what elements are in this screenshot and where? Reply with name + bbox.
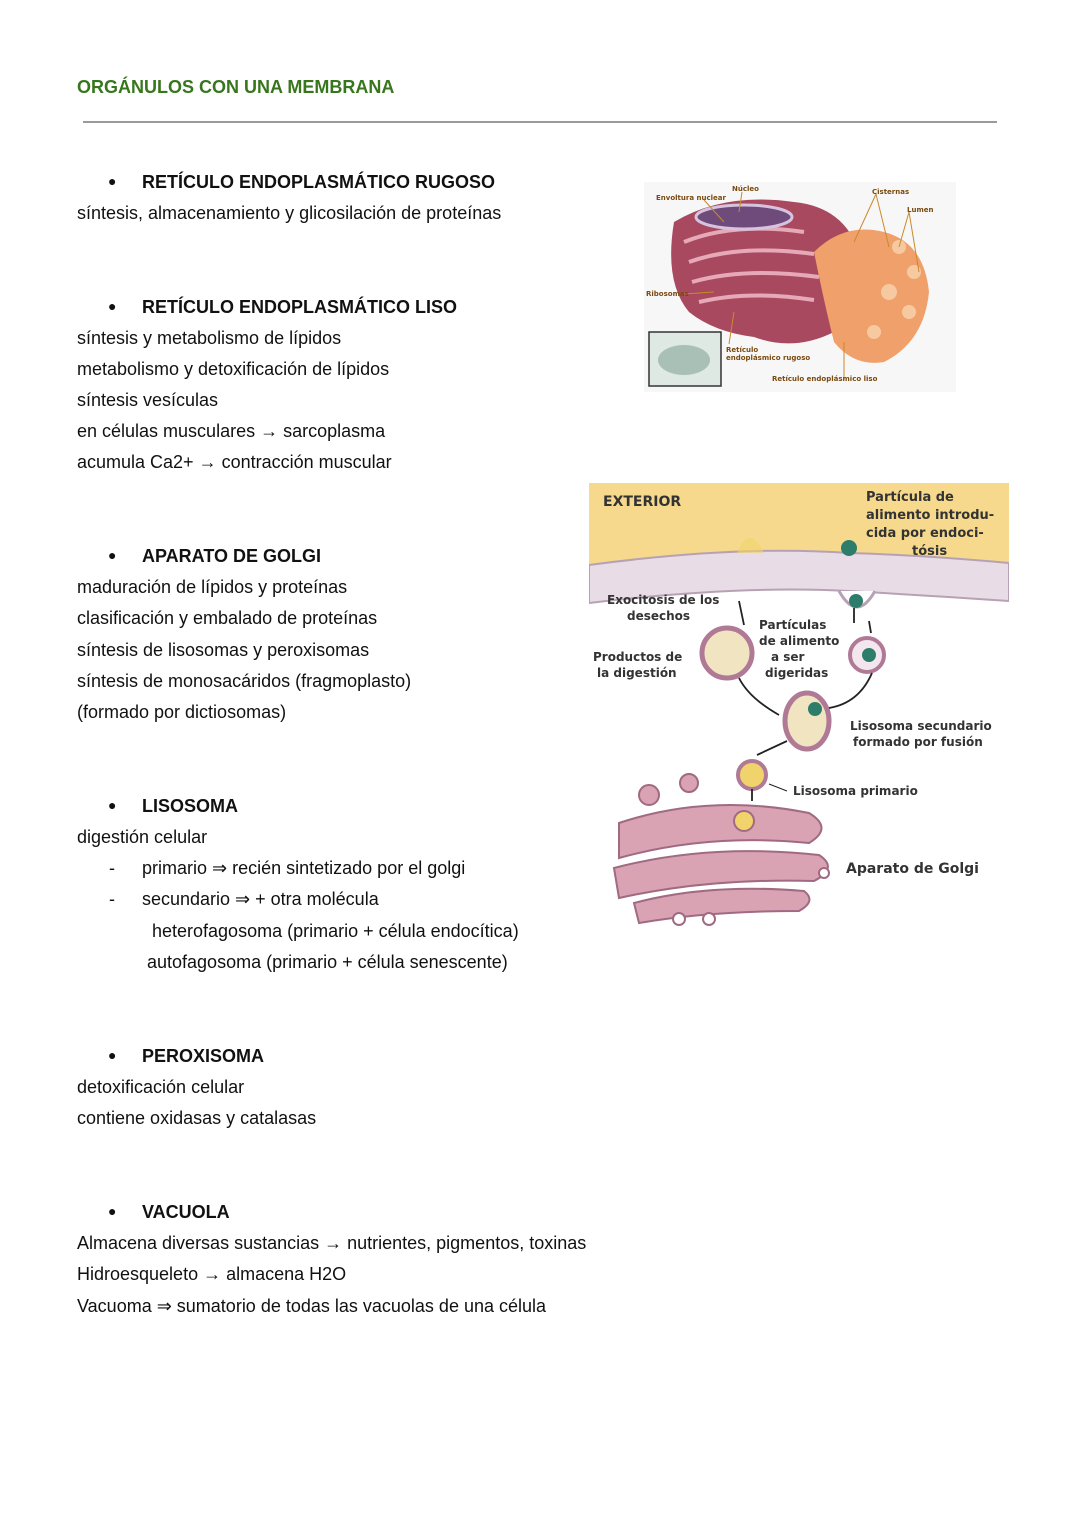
title-divider (83, 121, 997, 123)
digestive-vesicle (699, 625, 755, 681)
label-rel: Retículo endoplásmico liso (772, 375, 878, 383)
smooth-er-tube (902, 305, 916, 319)
leader-lines (683, 191, 920, 380)
text-line: en células musculares → sarcoplasma (77, 421, 386, 441)
label-nucleo: Núcleo (732, 185, 759, 193)
pathway-arrows (738, 600, 873, 801)
label-particula-2: alimento introdu- (866, 508, 994, 523)
golgi-vesicle (733, 810, 755, 832)
text-line: digestión celular (77, 827, 208, 847)
smooth-er-tube (907, 265, 921, 279)
golgi-cisterna (632, 887, 811, 925)
heading-rel: ● RETÍCULO ENDOPLASMÁTICO LISO (108, 297, 457, 318)
text-line: detoxificación celular (77, 1077, 245, 1097)
bullet-icon: ● (108, 547, 117, 563)
golgi-cisterna (618, 804, 823, 860)
label-productos-1: Productos de (593, 650, 682, 664)
label-envoltura: Envoltura nuclear (656, 194, 726, 202)
text-line: acumula Ca2+ → contracción muscular (77, 452, 392, 472)
label-rer-2: endoplásmico rugoso (726, 354, 810, 362)
label-particula-1: Partícula de (866, 490, 954, 505)
nucleus-envelope-shape (694, 203, 794, 231)
food-particle-icon (862, 648, 876, 662)
sub-list-item: autofagosoma (primario + célula senescen… (147, 952, 508, 972)
text-line: síntesis de monosacáridos (fragmoplasto) (77, 671, 412, 691)
text-line: síntesis de lisosomas y peroxisomas (77, 640, 370, 660)
text-line: síntesis y metabolismo de lípidos (77, 328, 342, 348)
secondary-lysosome (782, 690, 832, 752)
label-lumen: Lumen (907, 206, 933, 214)
text-line: síntesis vesículas (77, 390, 219, 410)
cell-inset-shape (658, 345, 710, 375)
bullet-icon: ● (108, 173, 117, 189)
golgi-vesicle (679, 773, 699, 793)
list-dash: - (109, 858, 115, 878)
label-particulas-1: Partículas (759, 618, 826, 632)
bullet-icon: ● (108, 797, 117, 813)
text-line: Vacuoma ⇒ sumatorio de todas las vacuola… (77, 1296, 547, 1316)
label-particula-4: tósis (912, 544, 947, 559)
label-particulas-4: digeridas (765, 666, 828, 680)
text-line: Hidroesqueleto → almacena H2O (77, 1264, 347, 1284)
text-line: clasificación y embalado de proteínas (77, 608, 378, 628)
label-primario: Lisosoma primario (793, 784, 918, 798)
exocytosis-cloud (737, 538, 764, 553)
leader-line (768, 783, 788, 792)
food-particle-icon (808, 702, 822, 716)
list-item: secundario ⇒ + otra molécula (142, 889, 379, 909)
label-particulas-2: de alimento (759, 634, 839, 648)
heading-text: VACUOLA (142, 1202, 230, 1222)
text-line: contiene oxidasas y catalasas (77, 1108, 317, 1128)
label-secundario-2: formado por fusión (853, 735, 983, 749)
label-particula-3: cida por endoci- (866, 526, 984, 541)
label-golgi: Aparato de Golgi (846, 861, 979, 877)
label-secundario-1: Lisosoma secundario (850, 719, 992, 733)
lysosome-pathway-diagram: EXTERIOR Partícula de alimento introdu- … (589, 483, 1009, 926)
food-particle-icon (849, 594, 863, 608)
label-productos-2: la digestión (597, 666, 677, 680)
label-particulas-3: a ser (771, 650, 805, 664)
smooth-er-tube (867, 325, 881, 339)
text-line: (formado por dictiosomas) (77, 702, 287, 722)
bullet-icon: ● (108, 1203, 117, 1219)
text-line: maduración de lípidos y proteínas (77, 577, 348, 597)
sub-list-item: heterofagosoma (primario + célula endocí… (152, 921, 519, 941)
primary-lysosome (736, 759, 768, 791)
heading-text: LISOSOMA (142, 796, 239, 816)
heading-rer: ● RETÍCULO ENDOPLASMÁTICO RUGOSO (108, 172, 495, 193)
er-illustration: Envoltura nuclear Núcleo Cisternas Lumen… (644, 182, 956, 392)
label-exterior: EXTERIOR (603, 494, 681, 510)
golgi-vesicle (638, 784, 660, 806)
list-item: primario ⇒ recién sintetizado por el gol… (142, 858, 466, 878)
label-exocitosis-1: Exocitosis de los (607, 593, 719, 607)
label-cisternas: Cisternas (872, 188, 909, 196)
golgi-vesicle (672, 912, 686, 926)
smooth-er-shape (814, 229, 929, 363)
golgi-vesicle (818, 867, 830, 879)
heading-peroxisoma: ● PEROXISOMA (108, 1046, 264, 1067)
list-dash: - (109, 889, 115, 909)
label-ribosomas: Ribosomas (646, 290, 689, 298)
heading-vacuola: ● VACUOLA (108, 1202, 230, 1223)
label-exocitosis-2: desechos (627, 609, 690, 623)
heading-text: PEROXISOMA (142, 1046, 265, 1066)
page-title: ORGÁNULOS CON UNA MEMBRANA (77, 77, 395, 97)
heading-golgi: ● APARATO DE GOLGI (108, 546, 321, 567)
food-particle-icon (841, 540, 857, 556)
text-line: Almacena diversas sustancias → nutriente… (77, 1233, 587, 1253)
heading-text: RETÍCULO ENDOPLASMÁTICO RUGOSO (142, 172, 496, 192)
heading-text: RETÍCULO ENDOPLASMÁTICO LISO (142, 297, 457, 317)
bullet-icon: ● (108, 298, 117, 314)
bullet-icon: ● (108, 1047, 117, 1063)
golgi-vesicle (702, 912, 716, 926)
text-line: síntesis, almacenamiento y glicosilación… (77, 203, 502, 223)
heading-text: APARATO DE GOLGI (142, 546, 322, 566)
smooth-er-tube (881, 284, 897, 300)
text-line: metabolismo y detoxificación de lípidos (77, 359, 390, 379)
heading-lisosoma: ● LISOSOMA (108, 796, 238, 817)
label-rer-1: Retículo (726, 346, 758, 354)
